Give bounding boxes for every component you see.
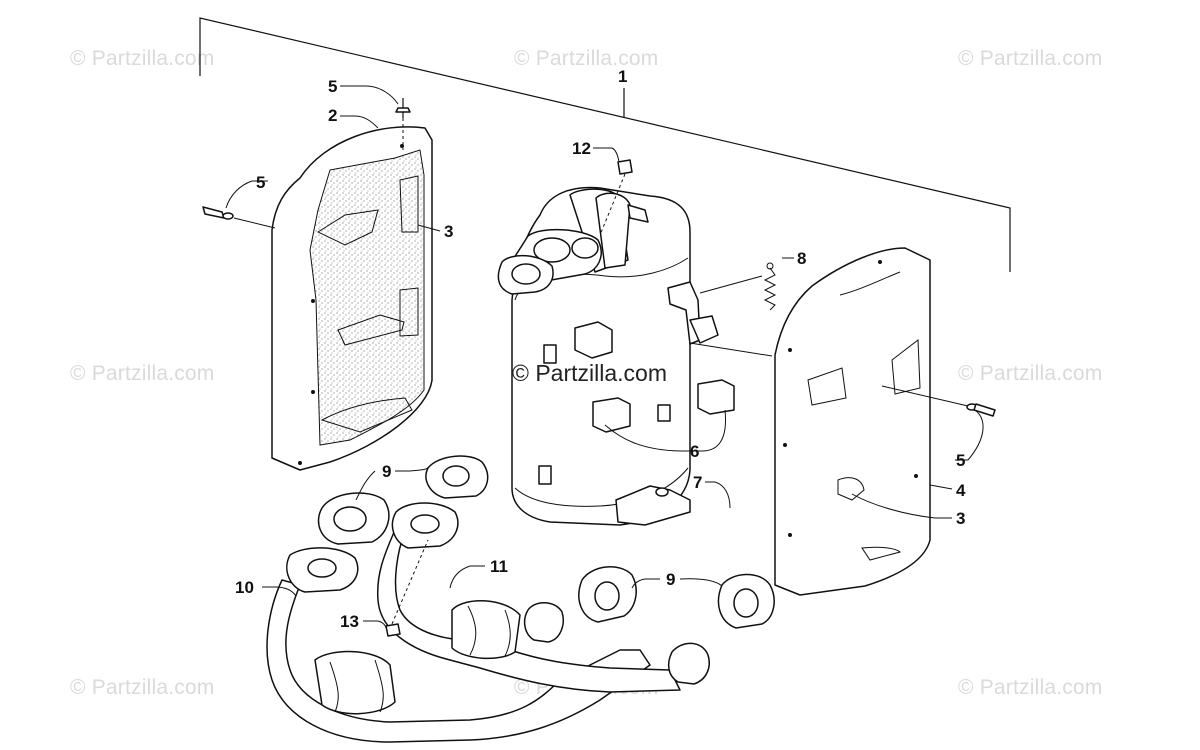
spring-8 <box>699 262 777 311</box>
callout-6: 6 <box>690 442 699 461</box>
callout-9-lower: 9 <box>666 570 675 589</box>
right-heat-shield <box>774 247 931 596</box>
watermark-mid-left: © Partzilla.com <box>70 362 215 385</box>
callout-1: 1 <box>618 67 627 86</box>
leader-lines <box>225 85 984 629</box>
callout-3-right: 3 <box>956 509 965 528</box>
callout-5-left: 5 <box>256 173 265 192</box>
watermark-top-center: © Partzilla.com <box>514 47 659 70</box>
left-heat-shield <box>271 126 433 471</box>
callout-10: 10 <box>235 578 254 597</box>
muffler <box>497 186 735 526</box>
callout-12: 12 <box>572 139 591 158</box>
callout-8: 8 <box>797 249 806 268</box>
gaskets-9-lower <box>578 566 775 629</box>
callout-2: 2 <box>328 106 337 125</box>
callout-11: 11 <box>490 557 508 576</box>
bolt-5-left <box>202 206 276 229</box>
nut-12 <box>599 159 633 236</box>
callout-5-right: 5 <box>956 451 965 470</box>
watermark-center: © Partzilla.com <box>512 360 667 386</box>
callout-9-upper: 9 <box>382 462 391 481</box>
watermark-bottom-left: © Partzilla.com <box>70 676 215 699</box>
gaskets-9-upper <box>317 455 489 545</box>
watermark-top-left: © Partzilla.com <box>70 47 215 70</box>
assembly-bracket <box>199 17 1011 272</box>
exhaust-pipe-11 <box>376 502 710 693</box>
bolt-5-right <box>881 385 996 417</box>
bolt-5-top <box>395 98 411 150</box>
watermark-mid-right: © Partzilla.com <box>958 362 1103 385</box>
callout-7: 7 <box>693 473 702 492</box>
callout-5-top: 5 <box>328 77 337 96</box>
callout-3-left: 3 <box>444 222 453 241</box>
bolt-13 <box>385 539 429 637</box>
callout-4: 4 <box>956 481 966 500</box>
watermark-bottom-right: © Partzilla.com <box>958 676 1103 699</box>
callout-13: 13 <box>340 612 359 631</box>
watermark-top-right: © Partzilla.com <box>958 47 1103 70</box>
